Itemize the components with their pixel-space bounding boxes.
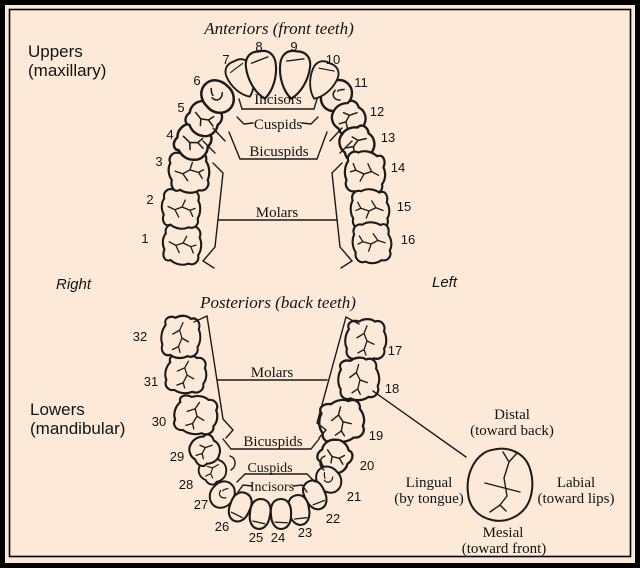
tooth-number-20: 20 (360, 458, 374, 473)
upper-molars-label: Molars (256, 205, 299, 221)
tooth-number-17: 17 (388, 343, 402, 358)
lower-molars-bracket-right-side (193, 314, 234, 439)
upper-bicuspids-ticks (202, 127, 353, 154)
tooth-number-4: 4 (166, 127, 173, 142)
tooth-orientation-diagram: Distal (toward back) Lingual (by tongue)… (372, 390, 615, 557)
tooth-number-21: 21 (347, 489, 361, 504)
tooth-number-29: 29 (170, 449, 184, 464)
lower-incisors-ticks (237, 484, 308, 493)
upper-side-label-line1: Uppers (28, 42, 83, 61)
inner-border (8, 8, 632, 558)
tooth-number-7: 7 (222, 52, 229, 67)
tooth-number-27: 27 (194, 497, 208, 512)
mesial-label: Mesial (483, 525, 524, 541)
upper-cuspids-label: Cuspids (254, 117, 303, 133)
tooth-number-16: 16 (401, 232, 415, 247)
lower-bicuspids-bracket (222, 438, 320, 450)
tooth-number-6: 6 (193, 73, 200, 88)
tooth-17 (344, 317, 388, 362)
tooth-number-10: 10 (326, 52, 340, 67)
upper-arch-title: Anteriors (front teeth) (203, 19, 354, 38)
upper-molars-bracket-right-side (201, 162, 224, 269)
tooth-number-8: 8 (255, 39, 262, 54)
lower-cuspids-bracket (236, 473, 316, 483)
tooth-number-13: 13 (381, 130, 395, 145)
labial-label: Labial (557, 475, 595, 491)
orientation-tooth (466, 447, 534, 522)
tooth-number-12: 12 (370, 104, 384, 119)
lingual-label: Lingual (406, 475, 453, 491)
tooth-18 (335, 354, 383, 403)
tooth-2 (159, 186, 202, 231)
labial-sub-label: (toward lips) (537, 491, 614, 507)
lingual-sub-label: (by tongue) (394, 491, 464, 507)
upper-incisors-bracket (238, 98, 318, 110)
lower-molars-label: Molars (251, 365, 294, 381)
tooth-number-9: 9 (290, 39, 297, 54)
lower-side-label-line1: Lowers (30, 400, 85, 419)
tooth-number-11: 11 (354, 75, 368, 90)
upper-bicuspids-label: Bicuspids (249, 144, 308, 160)
tooth-number-1: 1 (141, 231, 148, 246)
lower-arch-title: Posteriors (back teeth) (199, 293, 356, 312)
tooth-number-28: 28 (179, 477, 193, 492)
upper-arch: Anteriors (front teeth) Uppers (maxillar… (28, 19, 415, 269)
tooth-24 (269, 497, 293, 531)
tooth-number-15: 15 (397, 199, 411, 214)
tooth-number-18: 18 (385, 381, 399, 396)
lower-bicuspids-label: Bicuspids (243, 434, 302, 450)
tooth-31 (162, 351, 210, 397)
lower-molars-bracket-left-side (316, 315, 360, 439)
tooth-number-5: 5 (177, 100, 184, 115)
upper-side-label-line2: (maxillary) (28, 61, 106, 80)
tooth-16 (349, 219, 394, 266)
left-side-label: Left (432, 274, 458, 291)
tooth-number-32: 32 (133, 329, 147, 344)
lower-side-label-line2: (mandibular) (30, 419, 125, 438)
distal-sub-label: (toward back) (470, 423, 554, 439)
tooth-number-25: 25 (249, 530, 263, 545)
mesial-sub-label: (toward front) (462, 541, 547, 557)
tooth-number-31: 31 (144, 374, 158, 389)
tooth-number-19: 19 (369, 428, 383, 443)
tooth-number-3: 3 (155, 154, 162, 169)
upper-cuspids-bracket (236, 116, 319, 125)
tooth-number-14: 14 (391, 160, 405, 175)
right-side-label: Right (56, 276, 92, 293)
tooth-number-23: 23 (298, 525, 312, 540)
callout-leader-line (372, 390, 467, 458)
tooth-number-30: 30 (152, 414, 166, 429)
upper-incisors-label: Incisors (254, 92, 302, 108)
distal-label: Distal (494, 407, 530, 423)
lower-incisors-label: Incisors (250, 480, 294, 495)
upper-bicuspids-bracket (228, 131, 328, 160)
lower-cuspid-hooks (229, 455, 326, 471)
lower-arch: Posteriors (back teeth) Lowers (mandibul… (30, 293, 402, 545)
tooth-number-22: 22 (326, 511, 340, 526)
tooth-number-2: 2 (146, 192, 153, 207)
tooth-number-26: 26 (215, 519, 229, 534)
upper-molars-bracket-left-side (331, 162, 354, 269)
tooth-number-24: 24 (271, 530, 285, 545)
lower-cuspids-label: Cuspids (247, 461, 292, 476)
